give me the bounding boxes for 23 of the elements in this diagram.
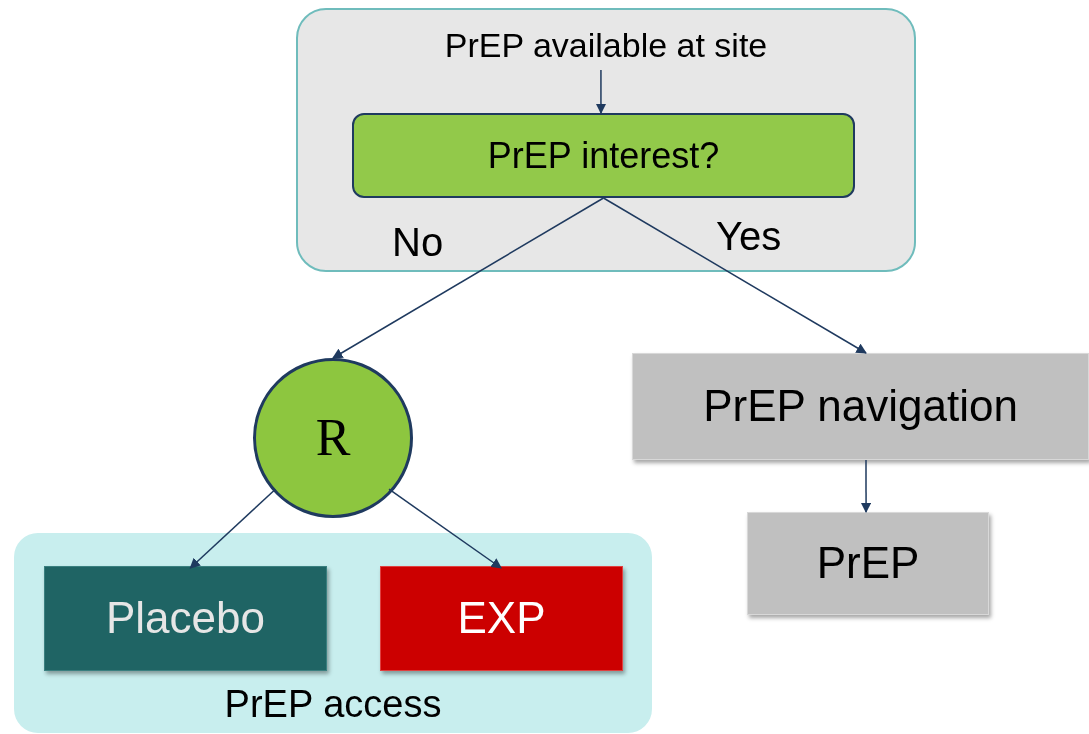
group-heading: PrEP available at site bbox=[444, 26, 768, 66]
box-label: EXP bbox=[457, 593, 546, 644]
process-box bbox=[747, 512, 989, 615]
arm-box bbox=[380, 566, 623, 671]
group-box bbox=[296, 8, 916, 272]
arrow bbox=[595, 69, 607, 115]
arrow bbox=[332, 197, 605, 359]
box-label: PrEP interest? bbox=[487, 134, 720, 177]
group-box bbox=[14, 533, 652, 733]
decision-box bbox=[352, 113, 855, 198]
circle-label: R bbox=[315, 408, 351, 468]
arrow bbox=[860, 459, 872, 514]
box-label: PrEP bbox=[816, 538, 920, 589]
process-box bbox=[632, 353, 1089, 460]
box-label: PrEP navigation bbox=[703, 381, 1018, 432]
arrow bbox=[602, 197, 867, 354]
arm-box bbox=[44, 566, 327, 671]
edge-label: No bbox=[392, 222, 444, 262]
group-caption: PrEP access bbox=[224, 683, 442, 727]
box-label: Placebo bbox=[106, 593, 265, 644]
arrow bbox=[189, 488, 277, 569]
edge-label: Yes bbox=[716, 216, 782, 256]
arrow bbox=[388, 488, 502, 569]
